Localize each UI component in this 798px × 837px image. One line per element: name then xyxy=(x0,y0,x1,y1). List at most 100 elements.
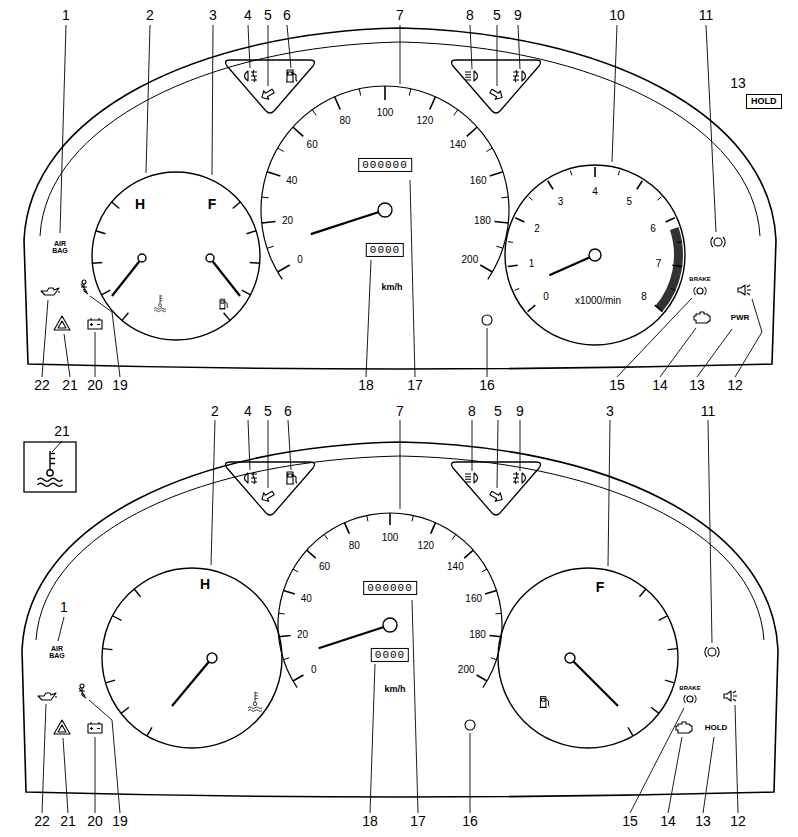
leader-line xyxy=(630,708,684,813)
battery-symbol xyxy=(88,722,102,733)
hazard-symbol xyxy=(54,316,70,330)
dial-tick xyxy=(122,313,128,321)
dial-number: 200 xyxy=(458,664,475,675)
buzzer-symbol xyxy=(738,285,751,295)
callout-number: 13 xyxy=(689,378,705,393)
dial-number: 5 xyxy=(627,196,633,207)
leader-line xyxy=(287,25,291,68)
dial-number: 180 xyxy=(474,215,491,226)
dial-tick xyxy=(489,635,501,636)
gauge-letter: F xyxy=(208,197,217,212)
temperature-symbol xyxy=(154,295,166,312)
dial-number: 120 xyxy=(417,115,434,126)
check-engine-symbol xyxy=(694,312,710,323)
dial-number: 160 xyxy=(465,592,482,603)
dial-tick xyxy=(335,97,341,110)
dial-tick xyxy=(454,110,458,116)
rear-fog-lamp-symbol xyxy=(513,70,526,82)
dial-tick xyxy=(508,265,518,266)
callout-number: 1 xyxy=(62,8,70,23)
leader-line xyxy=(703,737,714,813)
callout-number: 19 xyxy=(112,814,128,829)
callout-number: 19 xyxy=(112,378,128,393)
dial-tick xyxy=(293,569,298,572)
dial-tick xyxy=(293,675,303,681)
indicator-text: PWR xyxy=(731,314,750,323)
needle-pivot xyxy=(206,254,214,262)
leader-line xyxy=(370,664,375,813)
abs-symbol xyxy=(711,237,725,247)
gauge-needle xyxy=(311,210,385,234)
detail-box xyxy=(24,442,76,492)
leader-line xyxy=(487,328,488,377)
dial-number: 100 xyxy=(382,532,399,543)
turn-signal-symbol xyxy=(488,489,504,504)
dial-tick xyxy=(677,241,682,243)
warning-lamp-text: BRAKE xyxy=(689,276,710,283)
dial-tick xyxy=(490,172,503,176)
dial-tick xyxy=(496,246,503,248)
speedometer xyxy=(260,85,509,279)
dial-tick xyxy=(671,288,676,290)
leader-line xyxy=(668,737,682,813)
fuel-gauge xyxy=(498,568,678,748)
callout-number: 9 xyxy=(516,404,524,419)
callout-number: 1 xyxy=(60,600,68,615)
dial-tick xyxy=(467,127,477,136)
gauge-needle xyxy=(172,658,212,706)
callout-number: 7 xyxy=(396,8,404,23)
leader-line xyxy=(518,25,520,69)
front-fog-lamp-symbol xyxy=(245,472,258,484)
fuel-symbol xyxy=(540,697,550,708)
leader-line xyxy=(42,704,46,813)
needle-pivot xyxy=(378,203,392,217)
dial-number: 1 xyxy=(529,258,535,269)
dial-tick xyxy=(412,515,413,521)
dial-tick xyxy=(570,171,571,176)
dial-tick xyxy=(344,523,349,534)
dial-tick xyxy=(283,658,289,660)
dial-tick xyxy=(101,290,110,295)
leader-line xyxy=(90,296,120,377)
leader-line xyxy=(497,420,498,488)
dial-number: 140 xyxy=(447,561,464,572)
callout-number: 18 xyxy=(362,814,378,829)
dial-tick xyxy=(247,231,257,234)
needle-pivot xyxy=(207,653,217,663)
gauge-letter: F xyxy=(596,580,605,595)
odometer-display: 000000 xyxy=(363,581,417,595)
dial-number: 8 xyxy=(641,291,647,302)
temp-fuel-gauge xyxy=(92,172,260,340)
unit-label: km/h xyxy=(381,283,402,293)
dial-rim xyxy=(277,512,502,688)
dial-tick xyxy=(233,202,241,208)
dial-tick xyxy=(262,221,276,222)
fuel-warning-symbol xyxy=(286,70,297,82)
dial-number: 200 xyxy=(462,254,479,265)
callout-number: 5 xyxy=(493,8,501,23)
dial-tick xyxy=(495,613,501,615)
cluster-housing xyxy=(22,28,778,797)
leader-line xyxy=(212,25,213,175)
turn-signal-symbol xyxy=(259,87,275,102)
callout-number: 8 xyxy=(468,404,476,419)
speedometer xyxy=(277,512,502,688)
leader-line xyxy=(660,328,696,377)
dial-rim xyxy=(505,165,685,345)
leader-line xyxy=(89,700,120,813)
indicator-pod xyxy=(452,60,541,113)
leader-line xyxy=(608,420,610,566)
leader-line xyxy=(497,25,498,86)
dial-tick xyxy=(628,727,633,736)
front-fog-lamp-symbol xyxy=(245,70,258,82)
dial-number: 20 xyxy=(297,629,308,640)
leader-line xyxy=(400,420,401,509)
callout-number: 3 xyxy=(209,8,217,23)
rear-fog-lamp-symbol xyxy=(513,472,526,484)
dial-tick xyxy=(508,241,513,243)
indicator-text: HOLD xyxy=(705,724,728,733)
dial-tick xyxy=(637,181,642,189)
callout-number: 13 xyxy=(730,76,746,91)
tachometer xyxy=(505,165,685,345)
